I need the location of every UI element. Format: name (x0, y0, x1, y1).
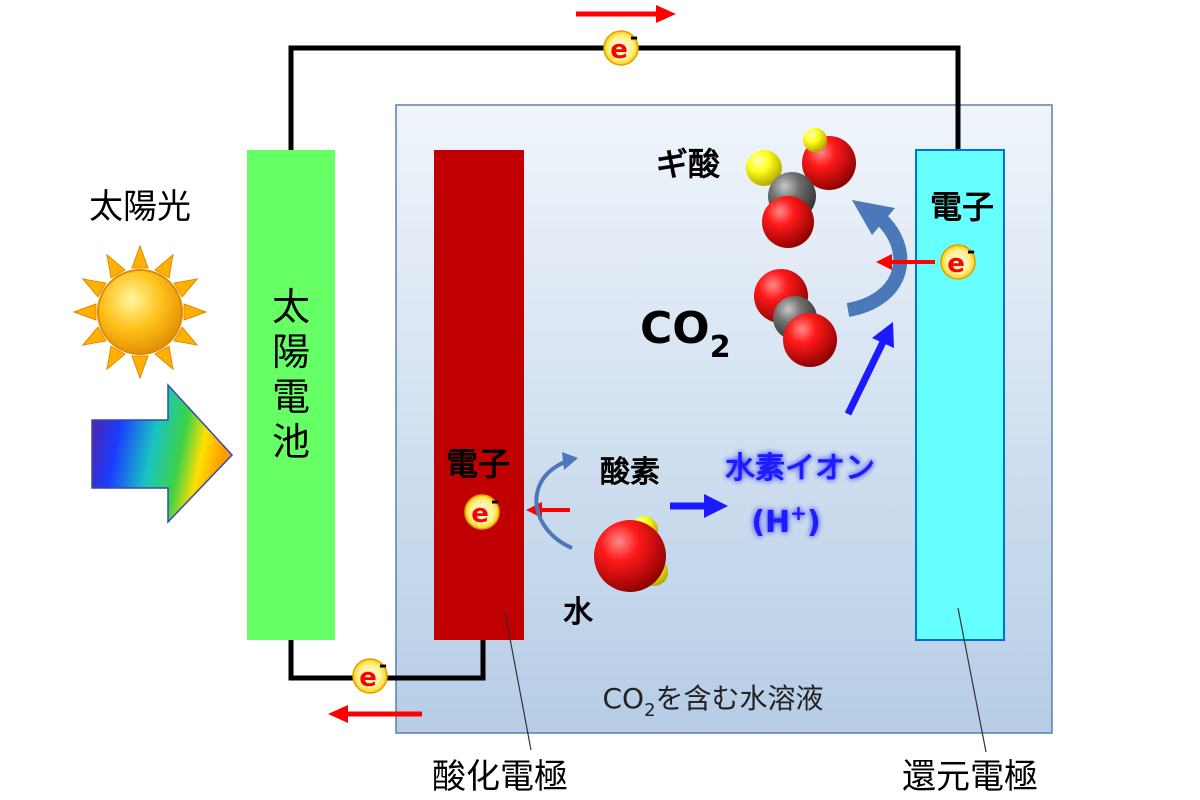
svg-text:e: e (610, 35, 628, 65)
ion-arrow-diagonal-head (872, 322, 894, 348)
curved-arrow-reduction-head (852, 200, 895, 235)
sunlight-label: 太陽光 (89, 187, 191, 227)
svg-text:e: e (471, 499, 489, 529)
sun-icon (72, 244, 208, 380)
co2-label: CO2 (640, 303, 731, 365)
electron-icon: e - (603, 25, 639, 66)
solar-cell-label: 太 陽 電 池 (272, 285, 310, 464)
svg-text:太: 太 (272, 285, 310, 329)
reduction-electrode (915, 149, 1005, 641)
svg-text:-: - (491, 489, 499, 513)
solar-cell (247, 150, 335, 640)
water-label: 水 (563, 595, 594, 630)
bottom-electron-flow-arrowhead (328, 705, 348, 723)
top-electron-flow-arrowhead (656, 5, 676, 23)
svg-text:(H+): (H+) (751, 501, 820, 540)
svg-text:e: e (947, 249, 965, 279)
formic-acid-molecule (746, 128, 856, 248)
svg-text:-: - (379, 653, 387, 677)
oxidation-electrode (434, 150, 524, 640)
electron-label-right: 電子 (930, 188, 994, 226)
leader-line-reduction (957, 607, 987, 753)
hydrogen-ion-label: 水素イオン (H+) (725, 451, 875, 540)
oxygen-label: 酸素 (600, 455, 660, 490)
svg-text:-: - (967, 239, 975, 263)
ion-arrow-diagonal (844, 338, 888, 416)
curved-arrow-oxidation (534, 460, 573, 550)
svg-text:陽: 陽 (272, 330, 310, 374)
electron-icon: e - (940, 239, 976, 280)
ion-arrow-horizontal-head (704, 494, 728, 518)
curved-arrow-oxidation-head (562, 452, 578, 470)
svg-text:水素イオン: 水素イオン (725, 451, 875, 486)
svg-text:e: e (359, 663, 377, 693)
light-arrow-icon (91, 383, 234, 524)
electron-icon: e - (464, 489, 500, 530)
svg-text:電: 電 (272, 375, 310, 419)
reduction-electrode-label: 還元電極 (902, 757, 1038, 797)
curved-arrow-reduction (846, 212, 908, 317)
solution-label: CO2を含む水溶液 (602, 682, 823, 721)
formic-acid-label: ギ酸 (656, 145, 721, 183)
electron-label-left: 電子 (446, 445, 510, 483)
svg-text:池: 池 (272, 420, 310, 464)
electron-transfer-arrowhead-right (876, 254, 892, 270)
electron-icon: e - (352, 653, 388, 694)
oxidation-electrode-label: 酸化電極 (432, 757, 568, 797)
co2-molecule (754, 269, 837, 367)
svg-text:-: - (630, 25, 638, 49)
water-molecule (594, 516, 668, 592)
leader-line-oxidation (504, 611, 532, 751)
